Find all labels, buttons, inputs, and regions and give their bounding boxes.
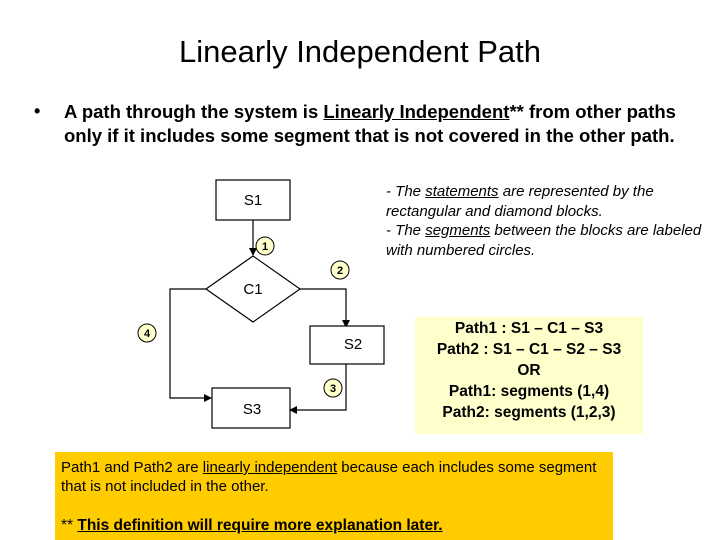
legend-note: - The statements are represented by the … xyxy=(386,182,706,260)
footnote-text: This definition will require more explan… xyxy=(77,517,443,534)
c1-label: C1 xyxy=(243,281,262,298)
conclusion-term: linearly independent xyxy=(202,459,338,476)
paths-summary-box: Path1 : S1 – C1 – S3 Path2 : S1 – C1 – S… xyxy=(415,317,643,434)
s3-block xyxy=(211,387,291,429)
s1-label: S1 xyxy=(244,192,262,209)
path2-statements: Path2 : S1 – C1 – S2 – S3 xyxy=(436,341,622,358)
footnote: ** This definition will require more exp… xyxy=(61,516,607,535)
note-segments: - The segments between the blocks are la… xyxy=(386,221,706,260)
segment-1-label: 1 xyxy=(262,241,268,253)
s2-label: S2 xyxy=(344,336,362,353)
segment-2-label: 2 xyxy=(337,265,343,277)
conclusion-end: because each includes some segment that … xyxy=(61,459,597,495)
segment-3-label: 3 xyxy=(330,383,336,395)
segment-markers xyxy=(137,236,350,398)
bullet-text-end: ** from other paths only if it includes … xyxy=(64,101,676,146)
slide-title: Linearly Independent Path xyxy=(179,34,541,69)
note-line1-start: - The xyxy=(386,183,426,200)
conclusion-start: Path1 and Path2 are xyxy=(61,459,203,476)
note-statements-term: statements xyxy=(425,183,499,200)
conclusion-box: Path1 and Path2 are linearly independent… xyxy=(55,452,613,540)
segment-3-circle xyxy=(323,378,343,398)
bullet-marker: • xyxy=(34,101,41,121)
s1-block xyxy=(215,179,291,221)
footnote-marker: ** xyxy=(61,517,78,534)
bullet-text-start: A path through the system is xyxy=(64,101,324,122)
note-line2-start: - The xyxy=(386,222,426,239)
segment-2-circle xyxy=(330,260,350,280)
c1-decision-block xyxy=(204,255,302,323)
segment-4-label: 4 xyxy=(144,328,151,340)
s2-block xyxy=(309,325,385,365)
edge-c1-s3 xyxy=(169,288,210,399)
arrowheads xyxy=(204,248,350,414)
or-separator: OR xyxy=(517,362,541,379)
bullet-term: Linearly Independent xyxy=(323,101,510,122)
edge-c1-s2 xyxy=(300,288,347,326)
note-line1-end: are represented by the rectangular and d… xyxy=(386,183,654,220)
segment-4-circle xyxy=(137,323,157,343)
note-segments-term: segments xyxy=(425,222,491,239)
path1-statements: Path1 : S1 – C1 – S3 xyxy=(454,320,604,337)
path2-segments: Path2: segments (1,2,3) xyxy=(442,404,616,421)
edge-s2-s3 xyxy=(290,356,347,411)
definition-bullet: A path through the system is Linearly In… xyxy=(64,100,704,148)
path1-segments: Path1: segments (1,4) xyxy=(448,383,610,400)
conclusion-text: Path1 and Path2 are linearly independent… xyxy=(61,458,607,496)
note-statements: - The statements are represented by the … xyxy=(386,182,706,221)
s3-label: S3 xyxy=(243,401,261,418)
segment-1-circle xyxy=(255,236,275,256)
note-line2-end: between the blocks are labeled with numb… xyxy=(386,222,702,259)
